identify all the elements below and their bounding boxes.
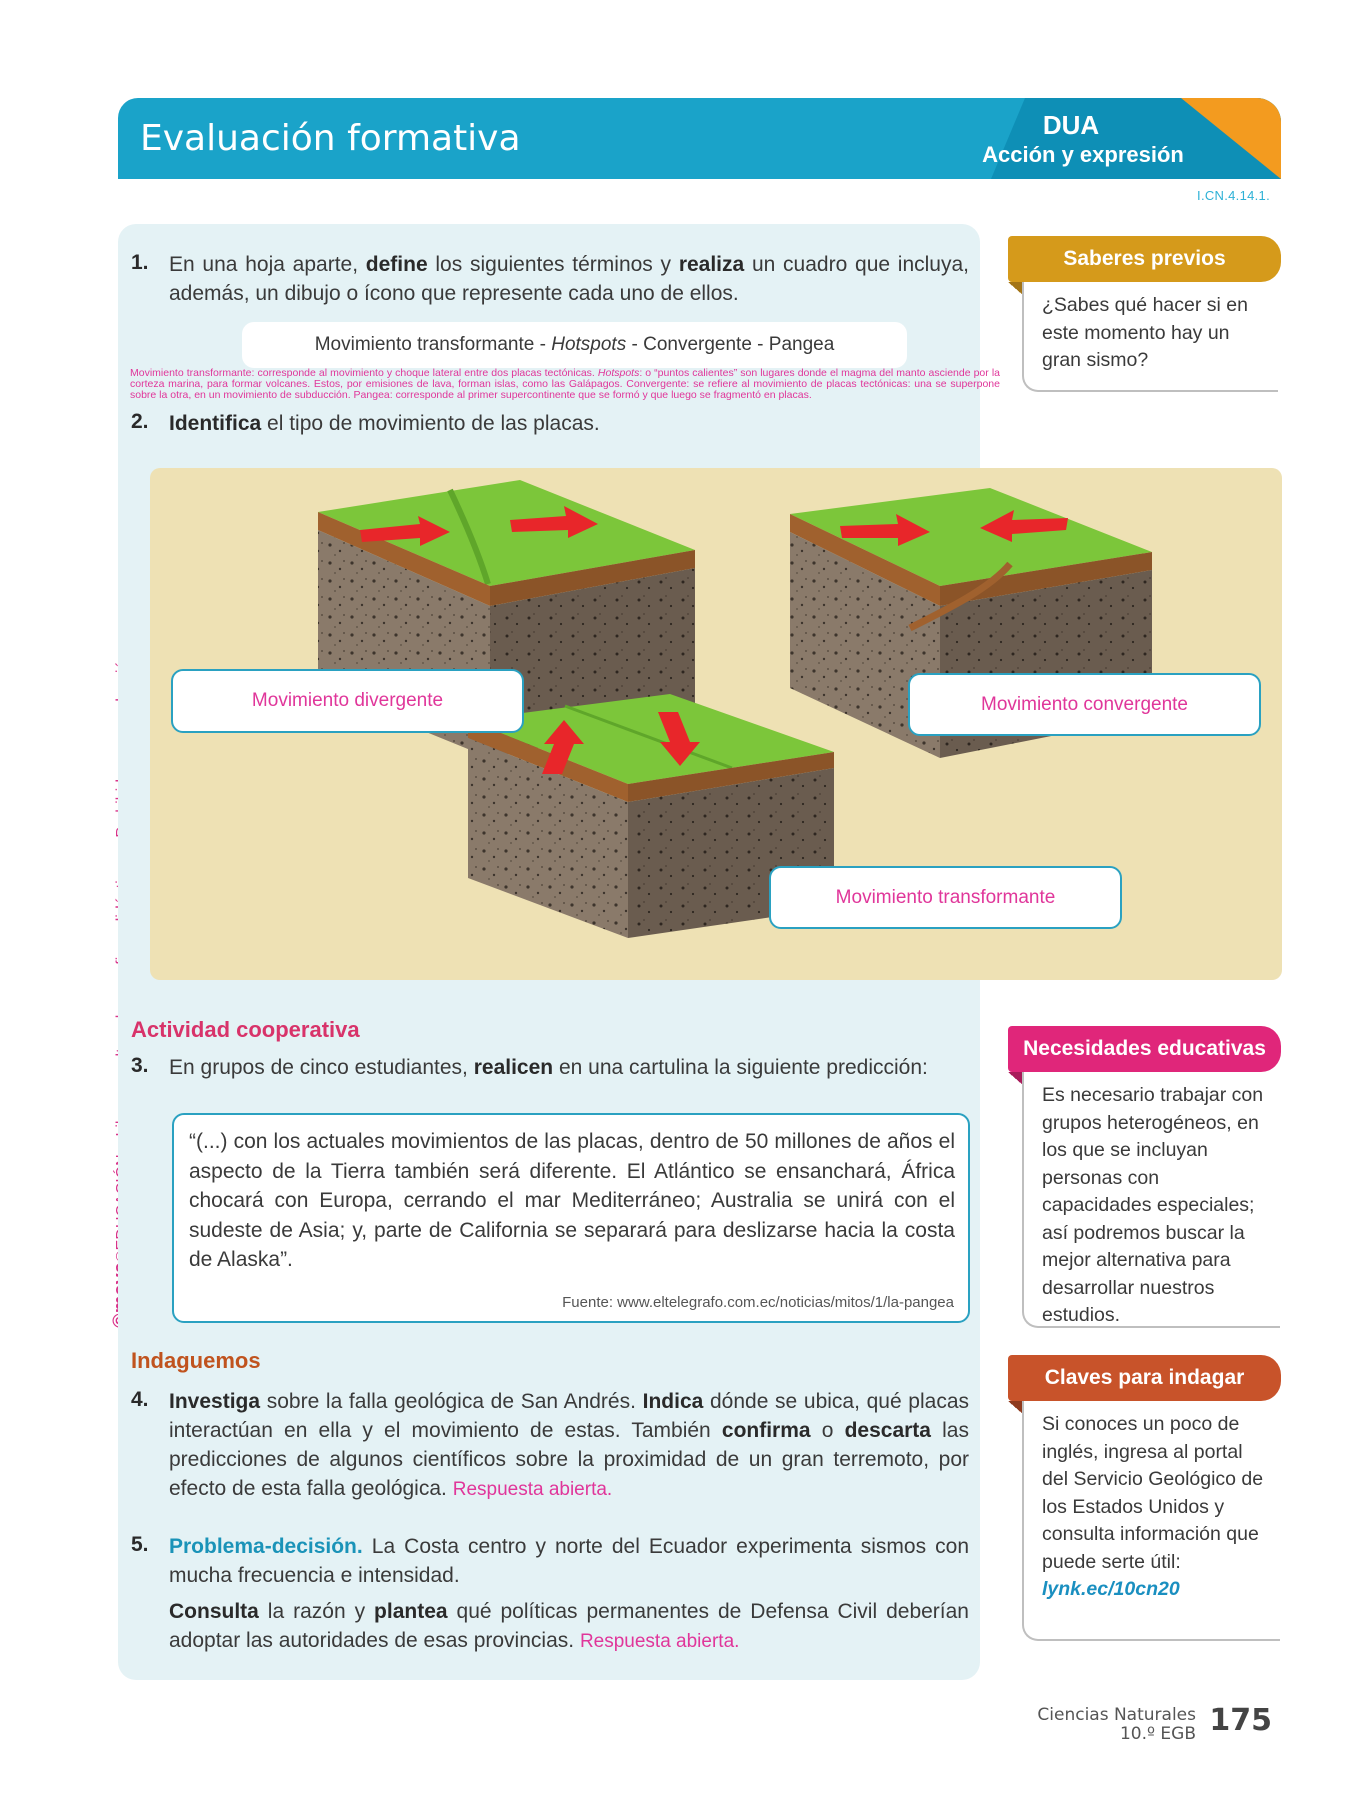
section-actividad-cooperativa: Actividad cooperativa <box>131 1017 360 1042</box>
quote-source: Fuente: www.eltelegrafo.com.ec/noticias/… <box>562 1294 954 1311</box>
question-5-answer: Respuesta abierta. <box>579 1631 740 1652</box>
claves-link[interactable]: lynk.ec/10cn20 <box>1042 1578 1180 1600</box>
question-3-text: En grupos de cinco estudiantes, realicen… <box>169 1056 928 1079</box>
saberes-body: ¿Sabes qué hacer si en este momento hay … <box>1022 282 1278 392</box>
label-transformante: Movimiento transformante <box>769 866 1122 929</box>
section-indaguemos: Indaguemos <box>131 1348 261 1373</box>
saberes-title: Saberes previos <box>1008 236 1281 282</box>
question-5-number: 5. <box>131 1533 149 1556</box>
sidebar-necesidades-educativas: Necesidades educativas Es necesario trab… <box>1008 1026 1284 1336</box>
header-banner: Evaluación formativa DUA Acción y expres… <box>118 98 1281 179</box>
claves-body: Si conoces un poco de inglés, ingresa al… <box>1022 1401 1280 1641</box>
indicator-code: I.CN.4.14.1. <box>1197 188 1270 203</box>
question-5-instruction: Consulta la razón y plantea qué política… <box>169 1600 969 1652</box>
quote-text: “(...) con los actuales movimientos de l… <box>189 1130 955 1271</box>
convergent-block <box>790 488 1152 758</box>
sidebar-saberes-previos: Saberes previos ¿Sabes qué hacer si en e… <box>1008 236 1284 406</box>
claves-title: Claves para indagar <box>1008 1355 1281 1401</box>
necesidades-title: Necesidades educativas <box>1008 1026 1281 1072</box>
label-divergente: Movimiento divergente <box>171 669 524 733</box>
sidebar-claves-para-indagar: Claves para indagar Si conoces un poco d… <box>1008 1355 1284 1645</box>
question-4-answer: Respuesta abierta. <box>452 1479 613 1500</box>
question-5-text: Problema-decisión. La Costa centro y nor… <box>169 1535 969 1587</box>
question-4-number: 4. <box>131 1388 149 1411</box>
dua-label: DUA <box>1042 110 1100 140</box>
question-1-text: En una hoja aparte, define los siguiente… <box>169 253 969 305</box>
question-4-text: Investiga sobre la falla geológica de Sa… <box>169 1390 969 1500</box>
dua-subtitle: Acción y expresión <box>982 142 1184 167</box>
label-convergente: Movimiento convergente <box>908 673 1261 736</box>
question-3-number: 3. <box>131 1054 149 1077</box>
question-1-number: 1. <box>131 251 149 274</box>
necesidades-body: Es necesario trabajar con grupos heterog… <box>1022 1072 1280 1328</box>
question-1-answer: Movimiento transformante: corresponde al… <box>130 367 1000 401</box>
page-title: Evaluación formativa <box>140 118 521 159</box>
page-number: 175 <box>1209 1703 1272 1738</box>
terms-box: Movimiento transformante - Hotspots - Co… <box>242 322 907 368</box>
question-2-text: Identifica el tipo de movimiento de las … <box>169 412 600 435</box>
footer-subject: Ciencias Naturales 10.º EGB <box>1037 1705 1196 1744</box>
quote-box: “(...) con los actuales movimientos de l… <box>172 1113 970 1323</box>
question-2-number: 2. <box>131 410 149 433</box>
